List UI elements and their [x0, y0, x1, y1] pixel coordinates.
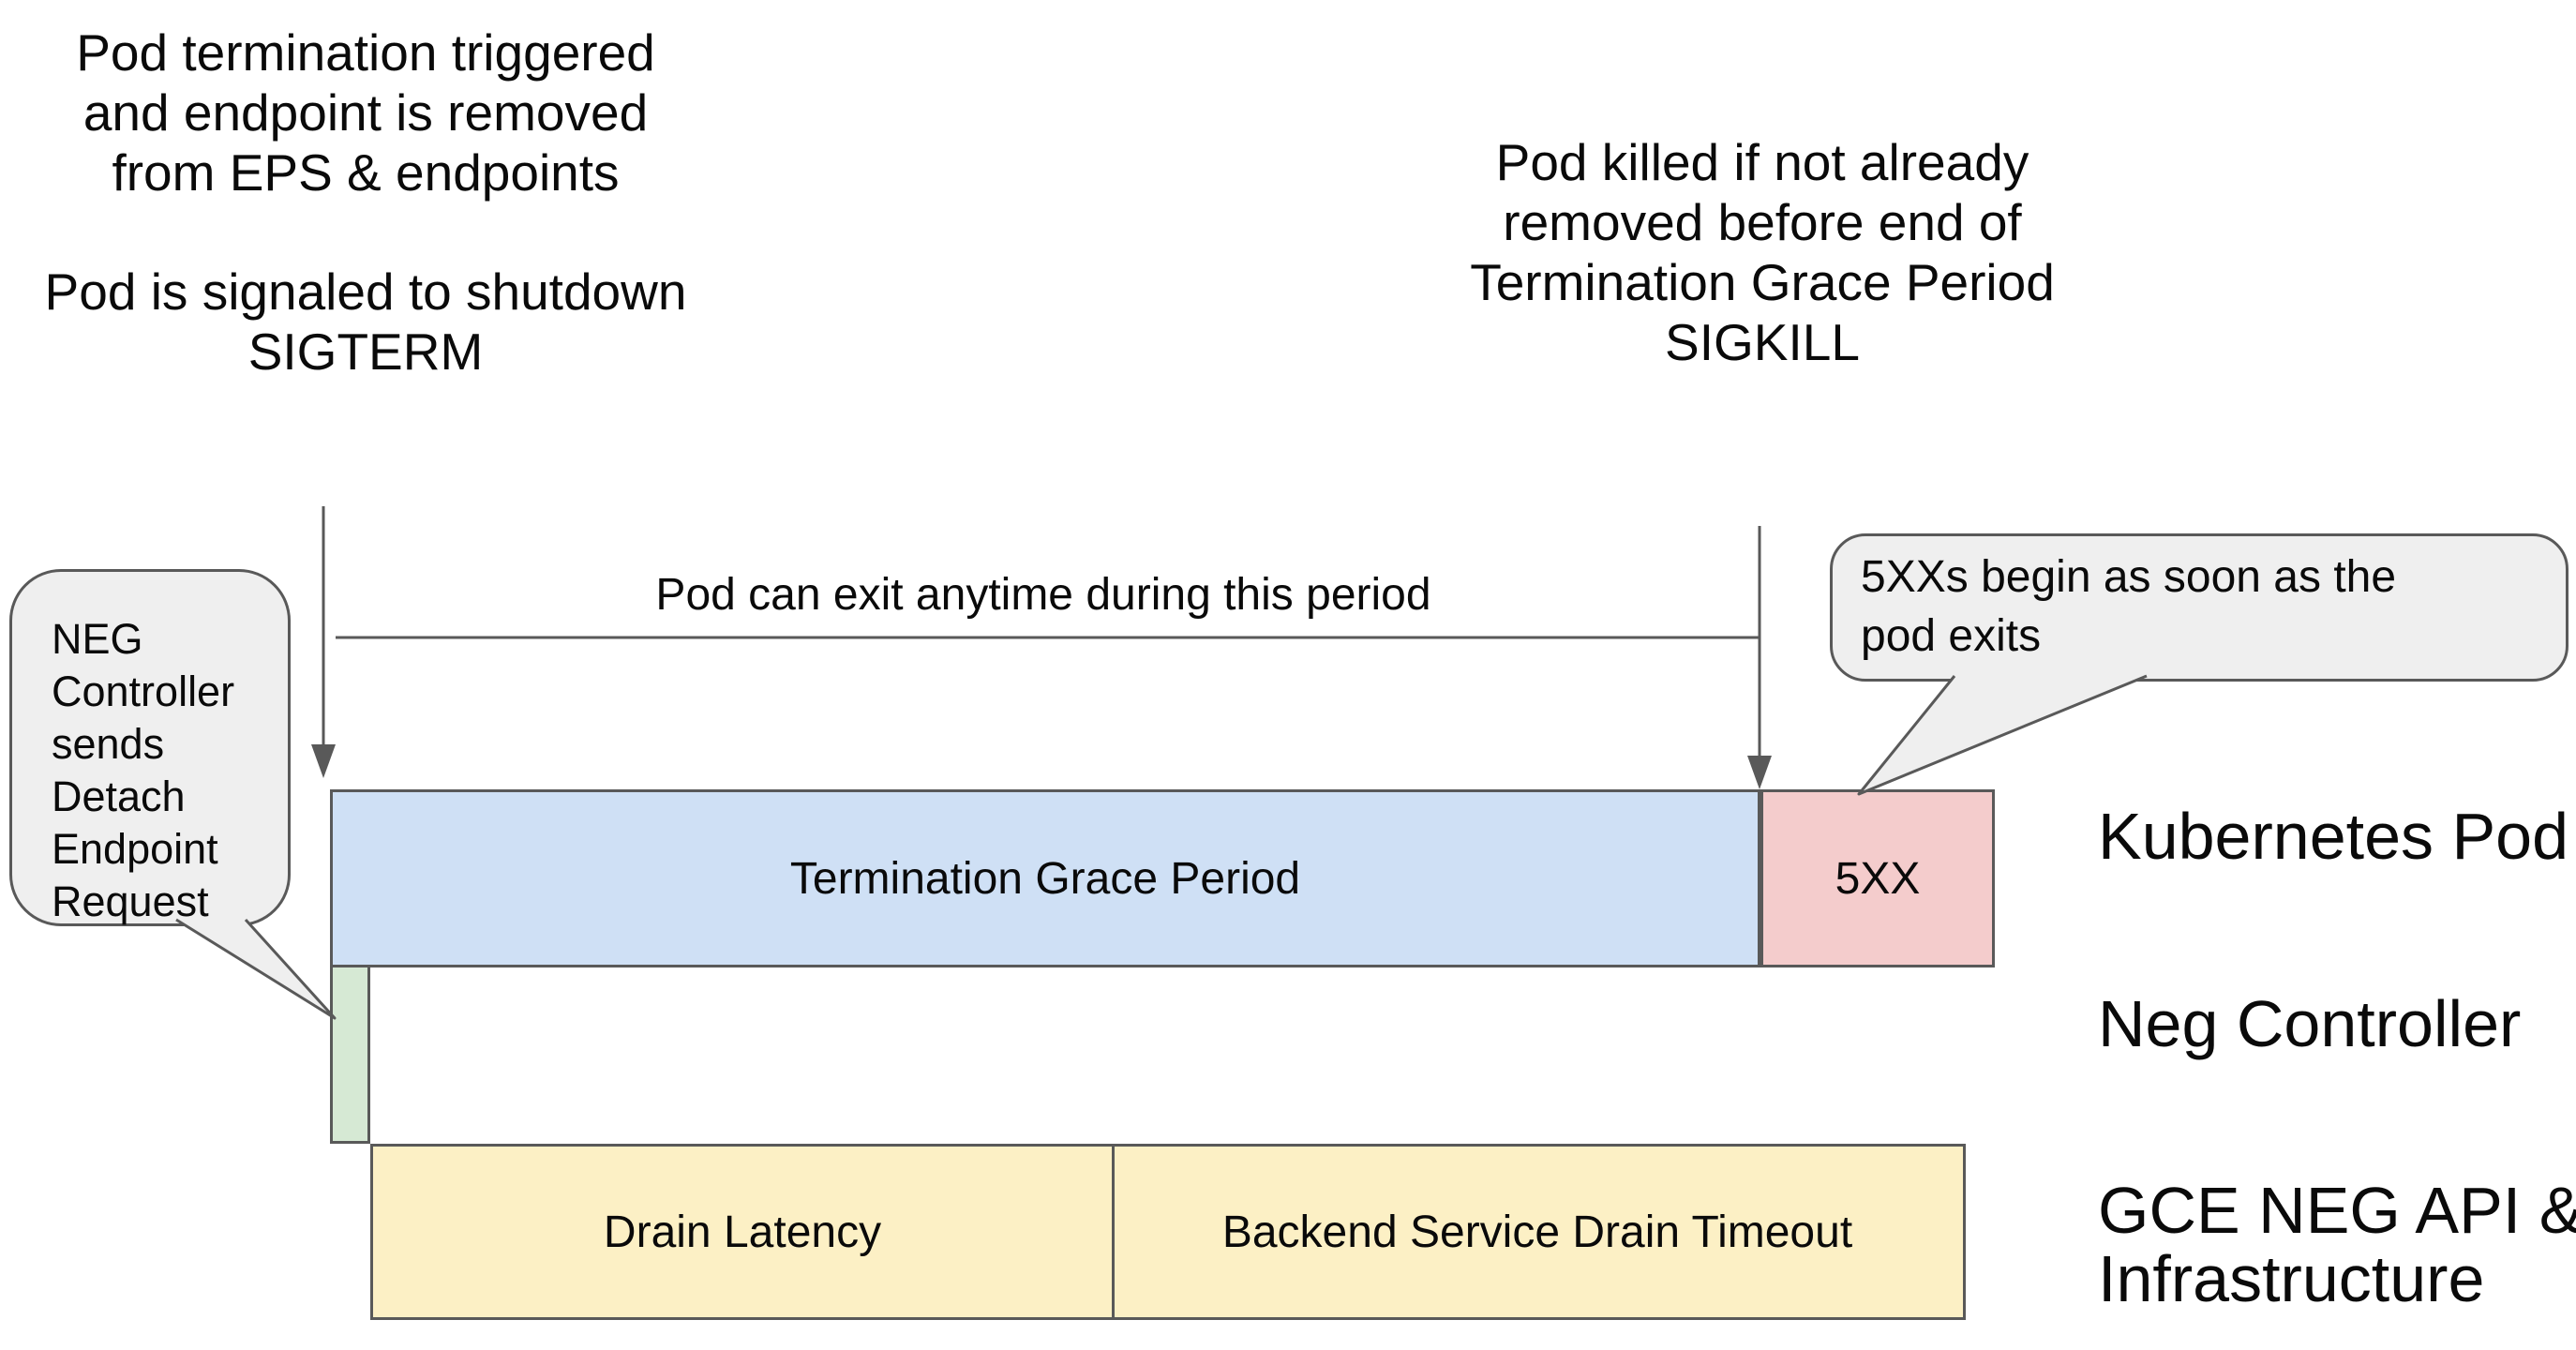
gce-drain-bar: Drain Latency Backend Service Drain Time…: [370, 1144, 1966, 1320]
annotation-line: SIGTERM: [247, 322, 484, 381]
annotation-line: removed before end of: [1503, 193, 2022, 251]
row-label-line: GCE NEG API &: [2098, 1174, 2576, 1247]
backend-service-drain-timeout-label: Backend Service Drain Timeout: [1221, 1207, 1853, 1257]
left-down-arrow-icon: [311, 506, 336, 778]
row-label-kubernetes-pod: Kubernetes Pod: [2098, 802, 2569, 871]
row-label-line: Kubernetes Pod: [2098, 800, 2569, 873]
right-down-arrow-icon: [1747, 526, 1772, 789]
termination-grace-period-label: Termination Grace Period: [789, 853, 1301, 904]
row-label-line: Neg Controller: [2098, 987, 2522, 1060]
callout-line: Controller: [52, 668, 235, 715]
termination-grace-period-bar: Termination Grace Period: [330, 789, 1760, 968]
annotation-line: SIGKILL: [1665, 313, 1860, 371]
annotation-pod-killed: Pod killed if not already removed before…: [1406, 132, 2119, 372]
annotation-paragraph: Pod killed if not already removed before…: [1406, 132, 2119, 372]
drain-latency-segment: Drain Latency: [373, 1147, 1112, 1317]
row-label-gce-neg-api: GCE NEG API & Infrastructure: [2098, 1177, 2576, 1313]
five-xx-bar: 5XX: [1760, 789, 1995, 968]
row-label-neg-controller: Neg Controller: [2098, 990, 2521, 1058]
annotation-line: Termination Grace Period: [1470, 253, 2055, 311]
neg-controller-detach-bar: [330, 965, 370, 1144]
callout-line: Detach: [52, 772, 186, 820]
five-xx-label: 5XX: [1835, 853, 1921, 904]
annotation-pod-termination: Pod termination triggered and endpoint i…: [37, 22, 694, 382]
left-callout-tail: [175, 918, 337, 1020]
callout-line: pod exits: [1861, 611, 2042, 661]
annotation-line: from EPS & endpoints: [112, 143, 620, 202]
right-callout-tail: [1857, 674, 2148, 796]
callout-line: 5XXs begin as soon as the: [1861, 552, 2397, 602]
callout-line: Endpoint: [52, 825, 218, 873]
annotation-paragraph: Pod is signaled to shutdown SIGTERM: [37, 262, 694, 382]
annotation-line: and endpoint is removed: [82, 83, 649, 142]
neg-controller-callout: NEG Controller sends Detach Endpoint Req…: [9, 569, 291, 926]
callout-line: Request: [52, 878, 209, 925]
annotation-line: Pod killed if not already: [1495, 133, 2029, 191]
drain-segment-divider: [1112, 1147, 1115, 1317]
annotation-paragraph: Pod termination triggered and endpoint i…: [37, 22, 694, 202]
backend-service-drain-timeout-segment: Backend Service Drain Timeout: [1112, 1147, 1963, 1317]
callout-line: sends: [52, 720, 165, 768]
annotation-line: Pod is signaled to shutdown: [44, 262, 687, 321]
drain-latency-label: Drain Latency: [603, 1207, 882, 1257]
callout-line: NEG: [52, 615, 143, 663]
row-label-line: Infrastructure: [2098, 1242, 2485, 1315]
annotation-line: Pod termination triggered: [76, 23, 655, 82]
period-note: Pod can exit anytime during this period: [655, 570, 1431, 620]
five-xx-callout: 5XXs begin as soon as the pod exits: [1830, 533, 2569, 682]
